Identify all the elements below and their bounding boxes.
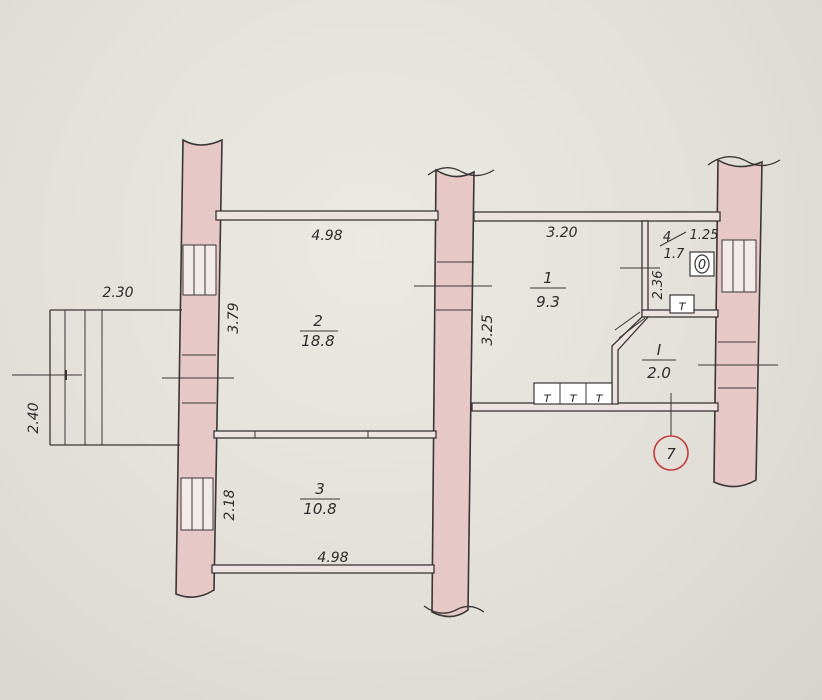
dim-room3-width-bottom: 4.98 [317, 550, 348, 566]
kitchen-fixtures: т т т [533, 382, 613, 406]
kitchen-fixture-1: т [543, 391, 551, 406]
kitchen-fixture-3: т [595, 391, 603, 406]
hall-area: 2.0 [647, 364, 671, 382]
top-wall-left [215, 210, 439, 221]
partition-room2-room3 [213, 430, 437, 439]
dim-balcony-depth: 2.40 [26, 402, 42, 433]
bath-sink-symbol: т [678, 299, 686, 314]
dim-bath-height: 2.36 [651, 271, 666, 300]
dim-room2-width-top: 4.98 [311, 228, 342, 244]
dim-bath-width: 1.25 [690, 228, 719, 243]
window-lower-left [180, 477, 214, 531]
bathroom-area: 1.7 [664, 247, 685, 262]
room-2-label: 2 18.8 [300, 312, 338, 350]
dim-room3-height: 2.18 [222, 489, 238, 520]
dim-room1-width: 3.20 [546, 225, 577, 241]
room-1-label: 1 9.3 [530, 269, 566, 311]
balcony [12, 309, 182, 446]
left-exterior-wall [162, 138, 234, 598]
top-wall-right [473, 211, 721, 222]
bath-sink-fixture: т [669, 294, 695, 314]
bathroom-label: 4 1.7 [659, 230, 687, 262]
room-2-number: 2 [313, 312, 323, 330]
bottom-wall-room3 [211, 564, 435, 574]
dim-balcony-width: 2.30 [102, 285, 133, 301]
room-1-number: 1 [543, 269, 553, 287]
bathroom-number: 4 [663, 230, 671, 245]
apartment-marker: 7 [653, 393, 689, 471]
room-2-area: 18.8 [301, 332, 334, 350]
hall-number: I [657, 341, 662, 359]
room-1-area: 9.3 [536, 293, 560, 311]
apartment-number: 7 [666, 445, 676, 463]
kitchen-fixture-2: т [569, 391, 577, 406]
toilet-symbol: 0 [698, 258, 706, 273]
room-3-label: 3 10.8 [300, 480, 340, 518]
window-right [721, 239, 757, 293]
room-3-area: 10.8 [303, 500, 336, 518]
dim-room1-height: 3.25 [480, 314, 496, 345]
room-3-number: 3 [315, 480, 325, 498]
dim-room2-height: 3.79 [226, 302, 242, 333]
window-upper-left [182, 244, 217, 296]
central-wall [414, 167, 495, 618]
hall-label: I 2.0 [642, 341, 676, 382]
toilet-fixture: 0 [689, 251, 715, 277]
right-exterior-wall [698, 156, 781, 488]
